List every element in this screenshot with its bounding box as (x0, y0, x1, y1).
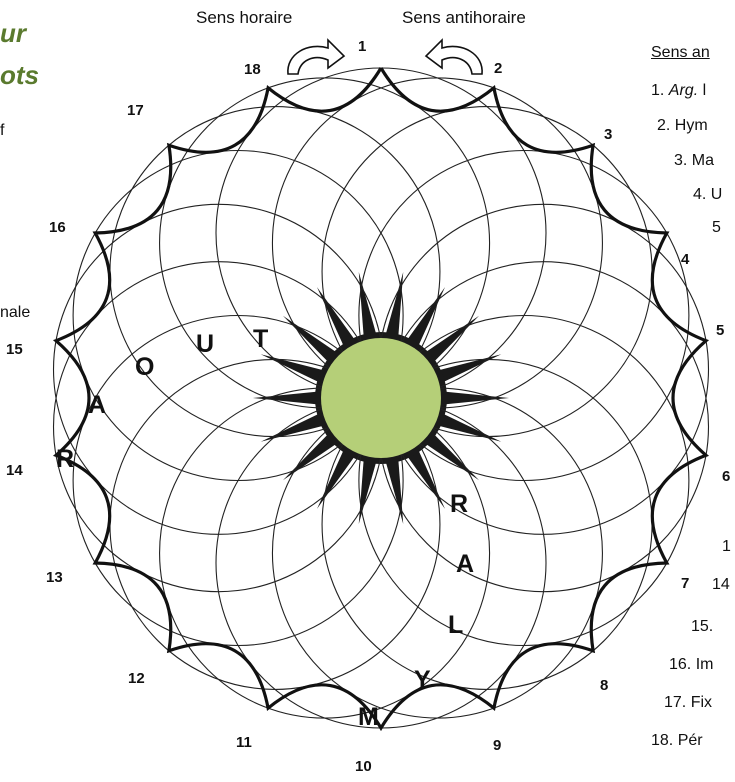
position-number: 10 (355, 758, 372, 775)
clue-item: 14 (712, 576, 730, 594)
grid-letter: A (88, 391, 106, 420)
position-number: 18 (244, 61, 261, 78)
clue-item: 17. Fix (664, 694, 712, 712)
clue-item: 4. U (693, 186, 722, 204)
grid-letter: M (358, 703, 379, 732)
position-number: 14 (6, 462, 23, 479)
grid-letter: A (456, 550, 474, 579)
position-number: 2 (494, 60, 502, 77)
clue-item: 16. Im (669, 656, 713, 674)
position-number: 9 (493, 737, 501, 754)
clue-item: 15. (691, 618, 713, 636)
grid-letter: R (450, 490, 468, 519)
position-number: 16 (49, 219, 66, 236)
clue-item: 1 (722, 538, 731, 556)
position-number: 15 (6, 341, 23, 358)
center-disc (321, 338, 441, 458)
grid-letter: Y (414, 666, 431, 695)
grid-letter: T (253, 325, 268, 354)
clue-item: 5 (712, 219, 721, 237)
grid-letter: U (196, 330, 214, 359)
position-number: 7 (681, 575, 689, 592)
position-number: 12 (128, 670, 145, 687)
position-number: 13 (46, 569, 63, 586)
clue-item: 3. Ma (674, 152, 714, 170)
clue-heading: Sens an (651, 44, 710, 62)
position-number: 11 (236, 734, 252, 751)
position-number: 17 (127, 102, 144, 119)
position-number: 5 (716, 322, 724, 339)
clue-item: 18. Pér (651, 732, 703, 750)
position-number: 3 (604, 126, 612, 143)
position-number: 8 (600, 677, 608, 694)
clue-item: 2. Hym (657, 117, 708, 135)
clockwise-arrow-icon (288, 40, 344, 74)
grid-letter: O (135, 353, 154, 382)
grid-letter: L (448, 611, 463, 640)
position-number: 6 (722, 468, 730, 485)
counterclockwise-arrow-icon (426, 40, 482, 74)
position-number: 4 (681, 251, 689, 268)
position-number: 1 (358, 38, 366, 55)
clue-item: 1. Arg. l (651, 82, 706, 100)
grid-letter: R (56, 445, 74, 474)
